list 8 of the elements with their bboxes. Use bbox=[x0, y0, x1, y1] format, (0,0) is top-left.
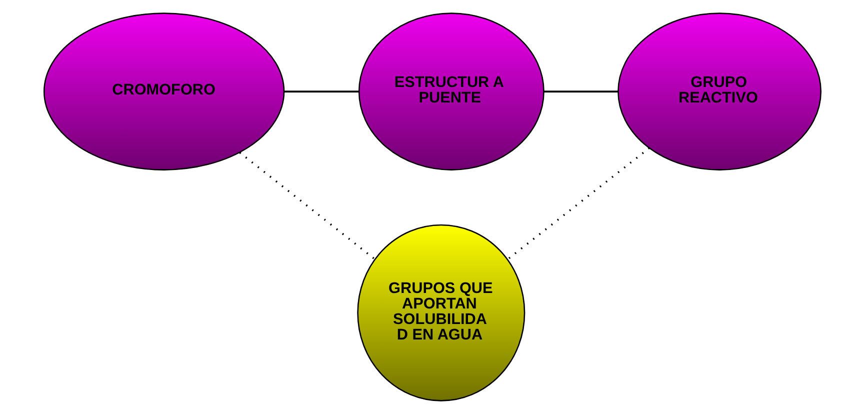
node-ellipse: CROMOFORO bbox=[42, 12, 284, 170]
connector bbox=[284, 90, 358, 93]
connector bbox=[238, 152, 376, 260]
node-circle: GRUPOS QUE APORTAN SOLUBILIDA D EN AGUA bbox=[356, 224, 525, 402]
node-ellipse: ESTRUCTUR A PUENTE bbox=[358, 12, 544, 170]
connector bbox=[544, 90, 618, 93]
connector bbox=[506, 147, 650, 260]
node-ellipse: GRUPO REACTIVO bbox=[617, 12, 822, 170]
